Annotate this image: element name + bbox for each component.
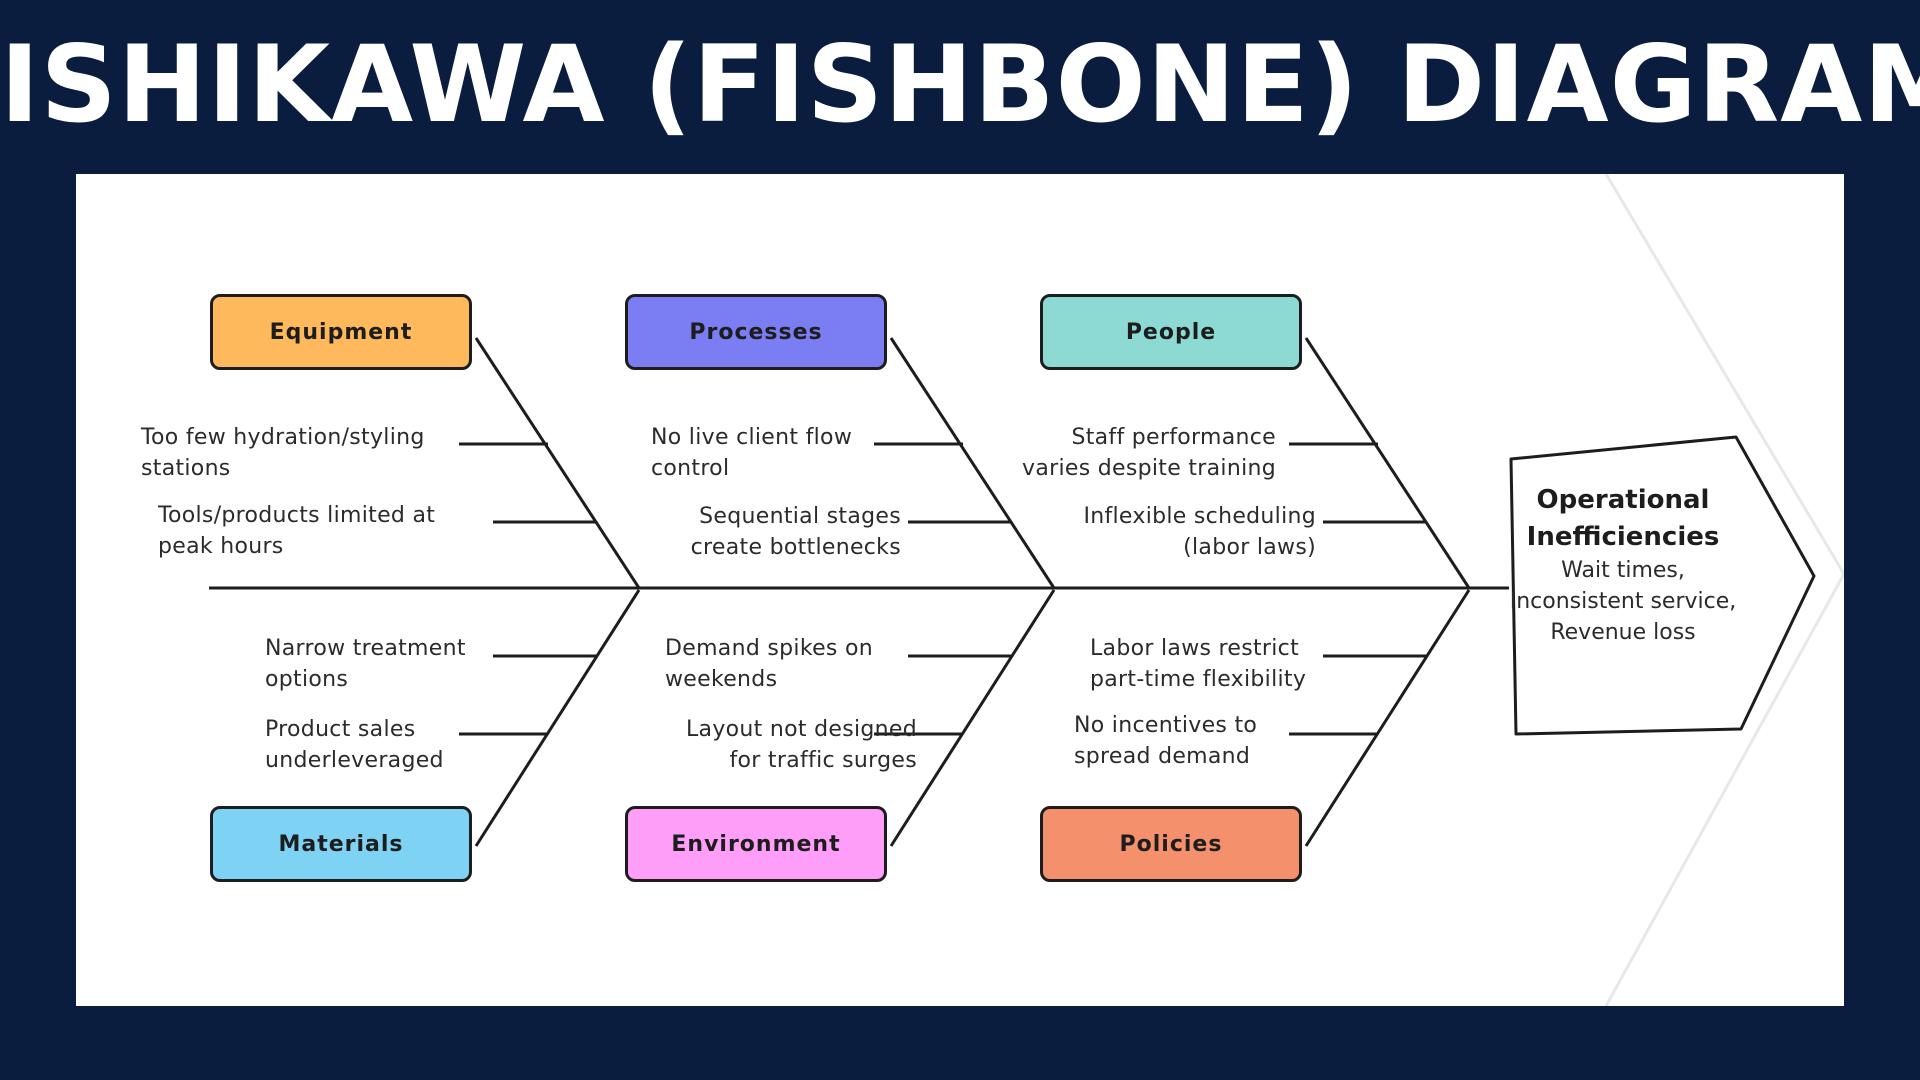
bone-processes — [889, 337, 1056, 589]
category-equipment: Equipment — [210, 294, 472, 370]
cause-people-2: Inflexible scheduling(labor laws) — [1083, 504, 1316, 560]
bone-materials — [474, 589, 641, 847]
fishbone-lines — [209, 174, 1844, 1006]
bone-people — [1304, 337, 1471, 589]
category-policies: Policies — [1040, 806, 1302, 882]
effect-description: Wait times,Inconsistent service,Revenue … — [1509, 558, 1737, 645]
bone-environment — [889, 589, 1056, 847]
category-people: People — [1040, 294, 1302, 370]
diagram-panel: Equipment Processes People Materials Env… — [76, 174, 1844, 1006]
bone-equipment — [474, 337, 641, 589]
background-chevron — [1604, 174, 1844, 1006]
page-title: ISHIKAWA (FISHBONE) DIAGRAM — [0, 23, 1920, 146]
bone-policies — [1304, 589, 1471, 847]
category-materials: Materials — [210, 806, 472, 882]
category-processes: Processes — [625, 294, 887, 370]
category-environment: Environment — [625, 806, 887, 882]
effect-head-shape — [1509, 435, 1816, 736]
